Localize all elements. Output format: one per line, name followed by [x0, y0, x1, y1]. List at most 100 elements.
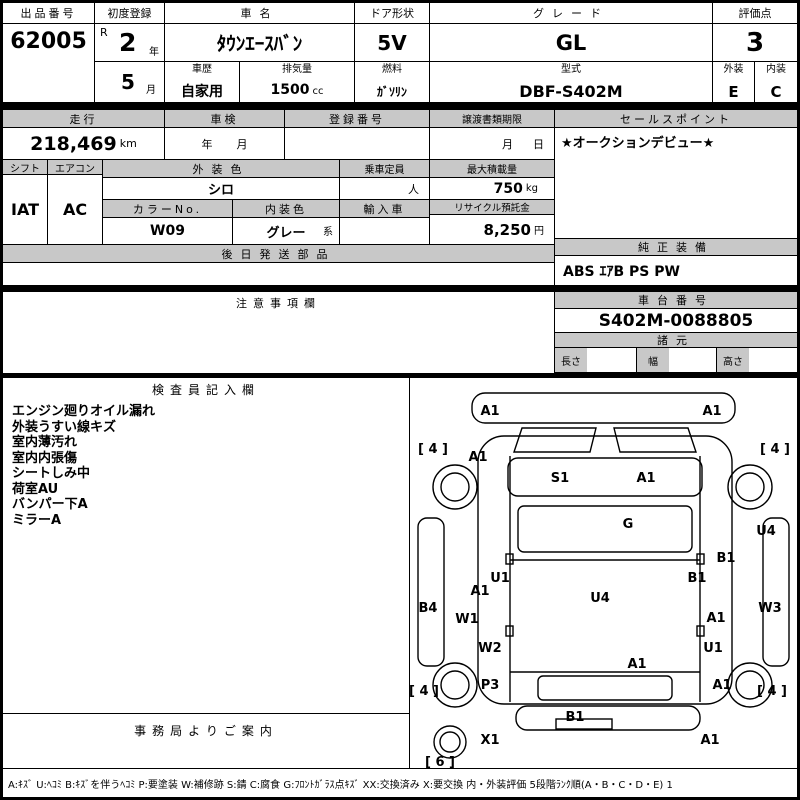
lot-number-label: 出品番号 [3, 3, 94, 23]
inspection-year-unit: 年 [201, 137, 213, 151]
damage-marker: B1 [717, 551, 736, 566]
interior-color-label: 内装色 [233, 200, 339, 217]
damage-marker: A1 [706, 611, 725, 626]
chassis-label: 車台番号 [555, 292, 797, 308]
score-value: 3 [713, 24, 797, 61]
damage-marker: S1 [551, 471, 569, 486]
damage-marker: W2 [478, 641, 501, 656]
color-no-label: カラーNo. [103, 200, 232, 217]
car-name-value: ﾀｳﾝｴｰｽﾊﾞﾝ [165, 24, 354, 61]
equipment-label: 純正装備 [555, 239, 797, 255]
inspector-note: 室内薄汚れ [12, 435, 78, 450]
recycle-deposit-value: 8,250 円 [430, 215, 554, 244]
inspection-value: 年 月 [165, 128, 284, 159]
max-load-value: 750 kg [430, 178, 554, 199]
legend-text: A:ｷｽﾞ U:ﾍｺﾐ B:ｷｽﾞを伴うﾍｺﾐ P:要塗装 W:補修跡 S:錆 … [3, 769, 797, 797]
spec-length-cell: 長さ [555, 348, 636, 372]
transfer-day-unit: 日 [533, 137, 544, 151]
capacity-label: 乗車定員 [340, 160, 429, 177]
displacement-number: 1500 [270, 82, 310, 98]
later-parts-label: 後日発送部品 [3, 245, 554, 262]
spec-width-cell: 幅 [637, 348, 716, 372]
history-label: 車歴 [192, 64, 212, 75]
inspector-note: シートしみ中 [12, 466, 91, 481]
registration-number-label: 登録番号 [285, 110, 429, 127]
era-mark: R [100, 26, 108, 39]
interior-color-value: グレー 系 [233, 218, 339, 244]
damage-marker: U4 [756, 524, 776, 539]
damage-marker: [ 4 ] [757, 684, 787, 699]
office-label: 事務局よりご案内 [134, 724, 278, 738]
interior-color-suffix: 系 [323, 227, 333, 238]
damage-marker: A1 [470, 584, 489, 599]
damage-marker: A1 [468, 450, 487, 465]
exterior-color-value: シロ [103, 178, 339, 199]
damage-marker: A1 [712, 678, 731, 693]
sales-point-value: ★オークションデビュー★ [555, 128, 797, 238]
displacement-label: 排気量 [282, 64, 312, 75]
displacement-unit: cc [312, 86, 324, 97]
inspector-note: 室内内張傷 [12, 450, 78, 466]
inspector-note: 荷室AU [12, 481, 59, 497]
first-registration-month-cell: 5 月 [95, 62, 164, 102]
damage-marker: W3 [758, 601, 781, 616]
damage-marker: P3 [481, 678, 500, 693]
first-registration-year-cell: R 2 年 [95, 24, 164, 61]
inspector-label: 検査員記入欄 [151, 383, 260, 397]
inspector-note: エンジン廻りオイル漏れ [12, 404, 156, 419]
max-load-number: 750 [493, 180, 523, 197]
max-load-unit: kg [525, 183, 538, 194]
transfer-deadline-value: 月 日 [430, 128, 554, 159]
spec-length-label: 長さ [555, 348, 587, 372]
damage-marker: B1 [566, 710, 585, 725]
damage-marker: A1 [700, 733, 719, 748]
transfer-month-unit: 月 [502, 137, 513, 151]
model-code-cell: 型式 DBF-S402M [430, 62, 712, 102]
shift-value: IAT [3, 175, 47, 244]
history-value: 自家用 [181, 84, 223, 100]
transfer-deadline-label: 譲渡書類期限 [430, 110, 554, 127]
inspection-month-unit: 月 [236, 137, 248, 151]
spec-height-label: 高さ [717, 348, 749, 372]
exterior-color-label: 外装色 [103, 160, 339, 177]
damage-marker: [ 4 ] [418, 442, 448, 457]
first-registration-label: 初度登録 [95, 3, 164, 23]
inspector-note: ミラーA [12, 512, 62, 528]
recycle-deposit-unit: 円 [534, 226, 544, 237]
inspector-note: バンパー下A [12, 497, 88, 512]
first-registration-year: 2 [119, 28, 137, 57]
spec-width-label: 幅 [637, 348, 669, 372]
fuel-value: ｶﾞｿﾘﾝ [376, 85, 407, 99]
spec-label: 諸元 [555, 333, 797, 347]
registration-number-value [285, 128, 429, 159]
import-value [340, 218, 429, 244]
interior-color-name: グレー [266, 225, 306, 241]
first-registration-month: 5 [121, 70, 135, 94]
interior-grade-label: 内装 [766, 64, 786, 75]
caution-box: 注意事項欄 [3, 292, 554, 373]
damage-marker: G [623, 517, 634, 532]
fuel-cell: 燃料 ｶﾞｿﾘﾝ [355, 62, 429, 102]
interior-grade-value: C [770, 83, 782, 101]
damage-marker: [ 6 ] [425, 755, 455, 768]
damage-marker: B4 [419, 601, 438, 616]
history-cell: 車歴 自家用 [165, 62, 239, 102]
inspector-box: 検査員記入欄 エンジン廻りオイル漏れ外装うすい線キズ室内薄汚れ室内内張傷シートし… [3, 378, 409, 768]
door-shape-value: 5V [355, 24, 429, 61]
damage-marker: A1 [636, 471, 655, 486]
import-label: 輸入車 [340, 200, 429, 217]
damage-marker: [ 4 ] [410, 684, 439, 699]
damage-marker: A1 [627, 657, 646, 672]
inspector-note: 外装うすい線キズ [12, 419, 117, 435]
interior-grade-cell: 内装 C [755, 62, 797, 102]
equipment-value: ABS ｴｱB PS PW [555, 256, 797, 285]
color-no-value: W09 [103, 218, 232, 244]
damage-marker: A1 [702, 404, 721, 419]
recycle-deposit-label: リサイクル預託金 [430, 200, 554, 214]
